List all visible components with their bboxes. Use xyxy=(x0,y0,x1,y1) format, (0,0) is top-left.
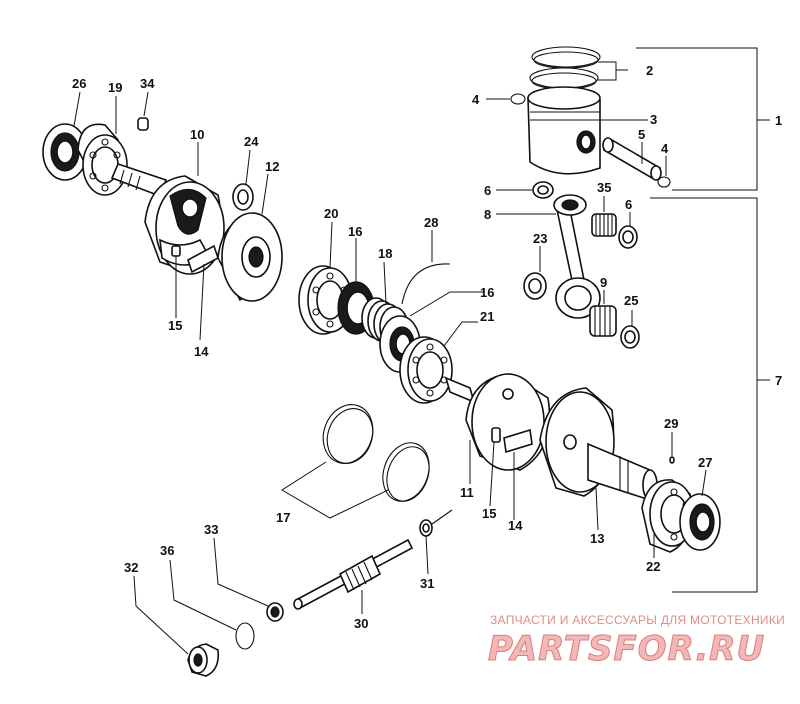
drive-shaft-30 xyxy=(293,538,414,614)
o-rings-17 xyxy=(281,404,430,519)
label-24: 24 xyxy=(244,134,259,149)
label-25: 25 xyxy=(624,293,638,308)
label-13: 13 xyxy=(590,531,604,546)
connecting-rod xyxy=(496,194,601,319)
label-10: 10 xyxy=(190,127,204,142)
left-seal xyxy=(42,91,88,181)
clip-28 xyxy=(401,230,451,305)
label-14-right: 14 xyxy=(508,518,523,533)
label-21: 21 xyxy=(480,309,494,324)
label-14-left: 14 xyxy=(194,344,209,359)
right-key-and-pin xyxy=(489,427,533,520)
label-29: 29 xyxy=(664,416,678,431)
label-28: 28 xyxy=(424,215,438,230)
right-crank-web-13 xyxy=(539,387,658,531)
label-35: 35 xyxy=(597,180,611,195)
label-17: 17 xyxy=(276,510,290,525)
big-end-parts xyxy=(523,246,640,349)
label-8: 8 xyxy=(484,207,491,222)
piston-rings xyxy=(529,46,628,90)
small-end-bearing xyxy=(591,196,617,237)
label-31: 31 xyxy=(420,576,434,591)
label-30: 30 xyxy=(354,616,368,631)
label-1: 1 xyxy=(775,113,782,128)
label-36: 36 xyxy=(160,543,174,558)
nut-32 xyxy=(133,575,220,677)
label-16-right: 16 xyxy=(480,285,494,300)
label-6-left: 6 xyxy=(484,183,491,198)
label-4-left: 4 xyxy=(472,92,480,107)
label-33: 33 xyxy=(204,522,218,537)
watermark-tagline: ЗАПЧАСТИ И АКСЕССУАРЫ ДЛЯ МОТОТЕХНИКИ xyxy=(490,613,785,627)
thrust-washers xyxy=(496,181,638,249)
left-crank-shaft xyxy=(110,91,168,198)
label-5: 5 xyxy=(638,127,645,142)
label-12: 12 xyxy=(265,159,279,174)
center-bearing-21 xyxy=(399,321,478,404)
crank-web-12 xyxy=(217,173,283,302)
washer-31 xyxy=(419,509,453,575)
label-18: 18 xyxy=(378,246,392,261)
label-2: 2 xyxy=(646,63,653,78)
piston xyxy=(527,86,648,175)
assembly-brackets xyxy=(636,47,770,593)
right-seal-27 xyxy=(679,469,721,551)
piston-pin-clips xyxy=(486,93,671,188)
label-16-left: 16 xyxy=(348,224,362,239)
washer-33 xyxy=(213,537,284,622)
washer-24 xyxy=(232,149,254,211)
label-9: 9 xyxy=(600,275,607,290)
label-3: 3 xyxy=(650,112,657,127)
label-15-left: 15 xyxy=(168,318,182,333)
piston-pin xyxy=(602,137,662,181)
label-4-right: 4 xyxy=(661,141,669,156)
label-7: 7 xyxy=(775,373,782,388)
label-19: 19 xyxy=(108,80,122,95)
label-32: 32 xyxy=(124,560,138,575)
label-15-right: 15 xyxy=(482,506,496,521)
watermark: ЗАПЧАСТИ И АКСЕССУАРЫ ДЛЯ МОТОТЕХНИКИ PA… xyxy=(488,613,785,670)
pin-29 xyxy=(669,432,675,464)
watermark-brand: PARTSFOR.RU xyxy=(488,629,765,669)
label-27: 27 xyxy=(698,455,712,470)
label-11: 11 xyxy=(460,485,474,500)
label-20: 20 xyxy=(324,206,338,221)
circlip-36 xyxy=(169,559,255,650)
label-6-right: 6 xyxy=(625,197,632,212)
label-22: 22 xyxy=(646,559,660,574)
label-23: 23 xyxy=(533,231,547,246)
part-labels: 1 2 3 4 4 5 6 6 7 8 9 10 11 12 13 14 14 … xyxy=(72,63,782,631)
label-34: 34 xyxy=(140,76,155,91)
label-26: 26 xyxy=(72,76,86,91)
